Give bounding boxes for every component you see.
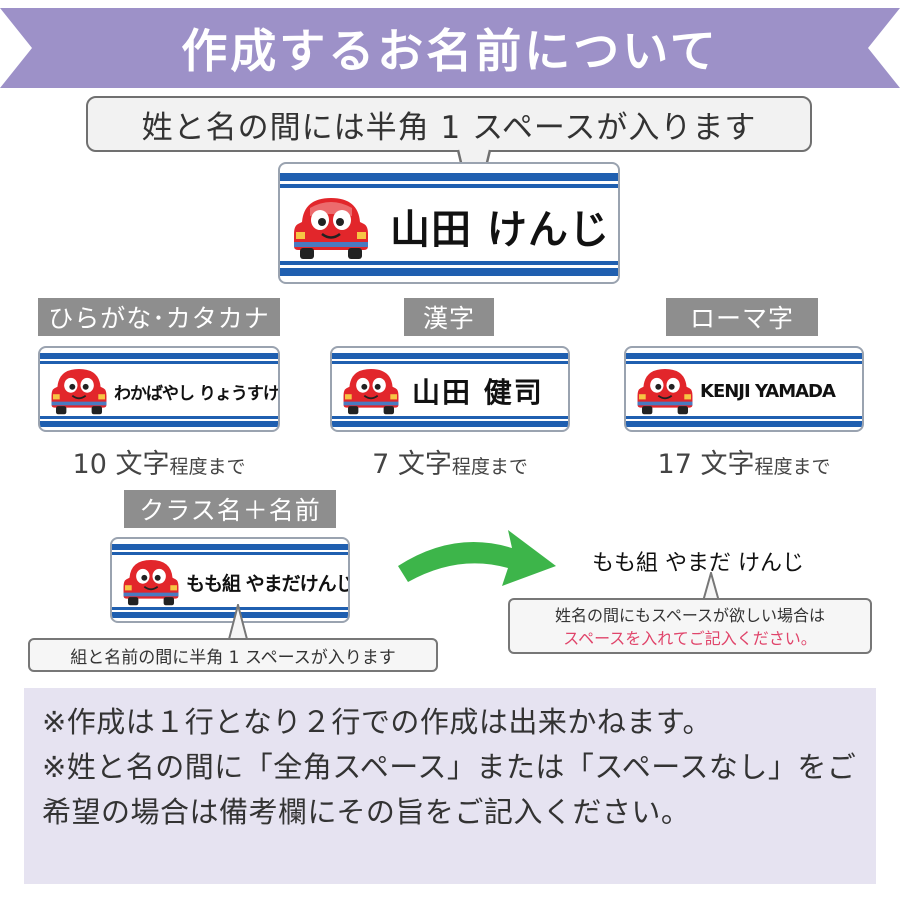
example-name-text: もも組 やまだ けんじ: [592, 551, 804, 576]
tag-roman: ローマ字: [666, 298, 818, 336]
caption-roman-suffix: 程度まで: [754, 456, 831, 478]
notes-box: ※作成は１行となり２行での作成は出来かねます。 ※姓と名の間に「全角スペース」ま…: [24, 688, 876, 884]
red-car-icon: [51, 368, 107, 415]
banner-shape: [0, 8, 900, 88]
caption-roman-count: 17 文字: [657, 449, 755, 480]
header-banner: 作成するお名前について: [0, 8, 900, 88]
label-kanji: 山田 健司: [330, 346, 570, 432]
green-curved-arrow-icon: [398, 530, 556, 586]
label-roman: KENJI YAMADA: [624, 346, 864, 432]
red-car-icon: [343, 368, 399, 415]
tag-kanji: 漢字: [404, 298, 494, 336]
label-roman-text: KENJI YAMADA: [700, 380, 836, 402]
class-callout-tail: [227, 604, 249, 644]
label-class: もも組 やまだけんじ: [110, 537, 350, 623]
page-title: 作成するお名前について: [181, 24, 719, 78]
label-kanji-text: 山田 健司: [412, 376, 544, 409]
space-note-callout: 姓と名の間には半角 1 スペースが入ります: [86, 96, 812, 152]
red-car-icon: [294, 198, 368, 259]
caption-hiragana: 10 文字程度まで: [38, 442, 280, 481]
tag-hiragana: ひらがな･カタカナ: [38, 298, 280, 336]
caption-roman: 17 文字程度まで: [624, 442, 864, 481]
space-request-callout: 姓名の間にもスペースが欲しい場合は スペースを入れてご記入ください。: [508, 598, 872, 654]
red-car-icon: [123, 559, 179, 606]
note-2: ※姓と名の間に「全角スペース」または「スペースなし」をご希望の場合は備考欄にその…: [42, 750, 857, 829]
label-class-text: もも組 やまだけんじ: [186, 572, 350, 595]
caption-kanji-suffix: 程度まで: [451, 456, 528, 478]
caption-kanji: 7 文字程度まで: [330, 442, 570, 481]
class-space-callout: 組と名前の間に半角 1 スペースが入ります: [28, 638, 438, 672]
caption-hiragana-suffix: 程度まで: [169, 456, 246, 478]
space-callout-tail: [701, 572, 721, 606]
main-label-text: 山田 けんじ: [390, 207, 610, 253]
space-callout-line2: スペースを入れてご記入ください。: [563, 629, 817, 648]
tag-class: クラス名＋名前: [124, 490, 336, 528]
label-hiragana-text: わかばやし りょうすけ: [114, 383, 279, 404]
class-callout-text: 組と名前の間に半角 1 スペースが入ります: [70, 647, 396, 668]
caption-hiragana-count: 10 文字: [72, 449, 170, 480]
space-callout-line1: 姓名の間にもスペースが欲しい場合は: [554, 606, 826, 625]
label-hiragana: わかばやし りょうすけ: [38, 346, 280, 432]
red-car-icon: [637, 368, 693, 415]
caption-kanji-count: 7 文字: [372, 449, 452, 480]
main-name-label: 山田 けんじ: [278, 162, 620, 284]
note-1: ※作成は１行となり２行での作成は出来かねます。: [42, 705, 713, 739]
